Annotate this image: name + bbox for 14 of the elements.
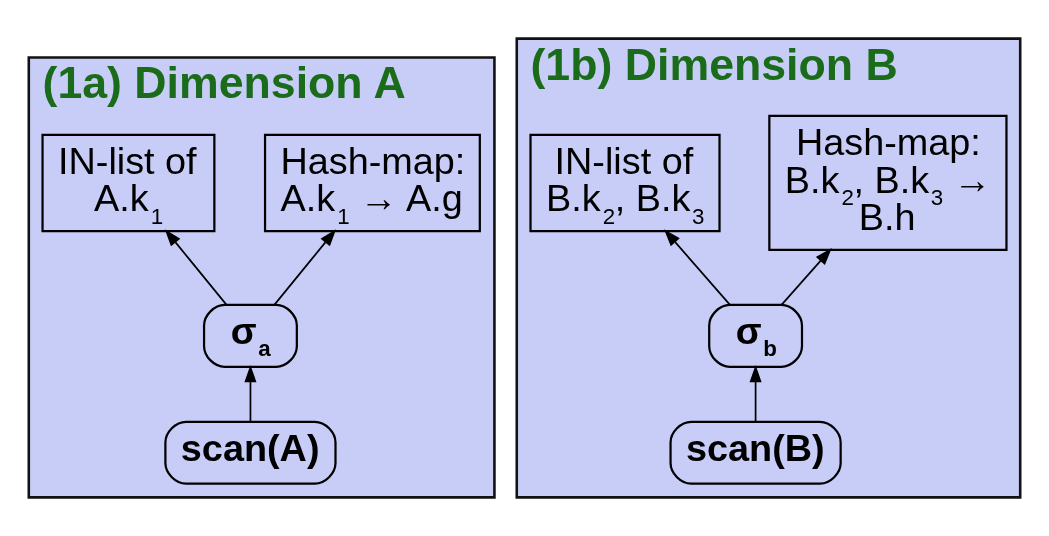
- node-box: scan(A): [164, 420, 337, 485]
- arrow: [273, 229, 337, 306]
- arrow: [164, 229, 228, 306]
- node-box: Hash-map: A.k$_{1}$ → A.g: [263, 133, 481, 233]
- node-box: Hash-map: B.k$_{2}$, B.k$_{3}$ → B.h: [768, 114, 1008, 252]
- arrow: [244, 364, 257, 423]
- node-box: scan(B): [669, 420, 842, 485]
- node-box: IN-list of B.k$_{2}$, B.k$_{3}$: [529, 133, 721, 233]
- arrow: [749, 364, 762, 423]
- node-box: σ$_{b}$: [708, 303, 804, 368]
- arrow: [663, 229, 731, 306]
- node-box: σ$_{a}$: [202, 303, 298, 368]
- node-box: IN-list of A.k$_{1}$: [41, 133, 216, 233]
- arrow: [780, 248, 832, 306]
